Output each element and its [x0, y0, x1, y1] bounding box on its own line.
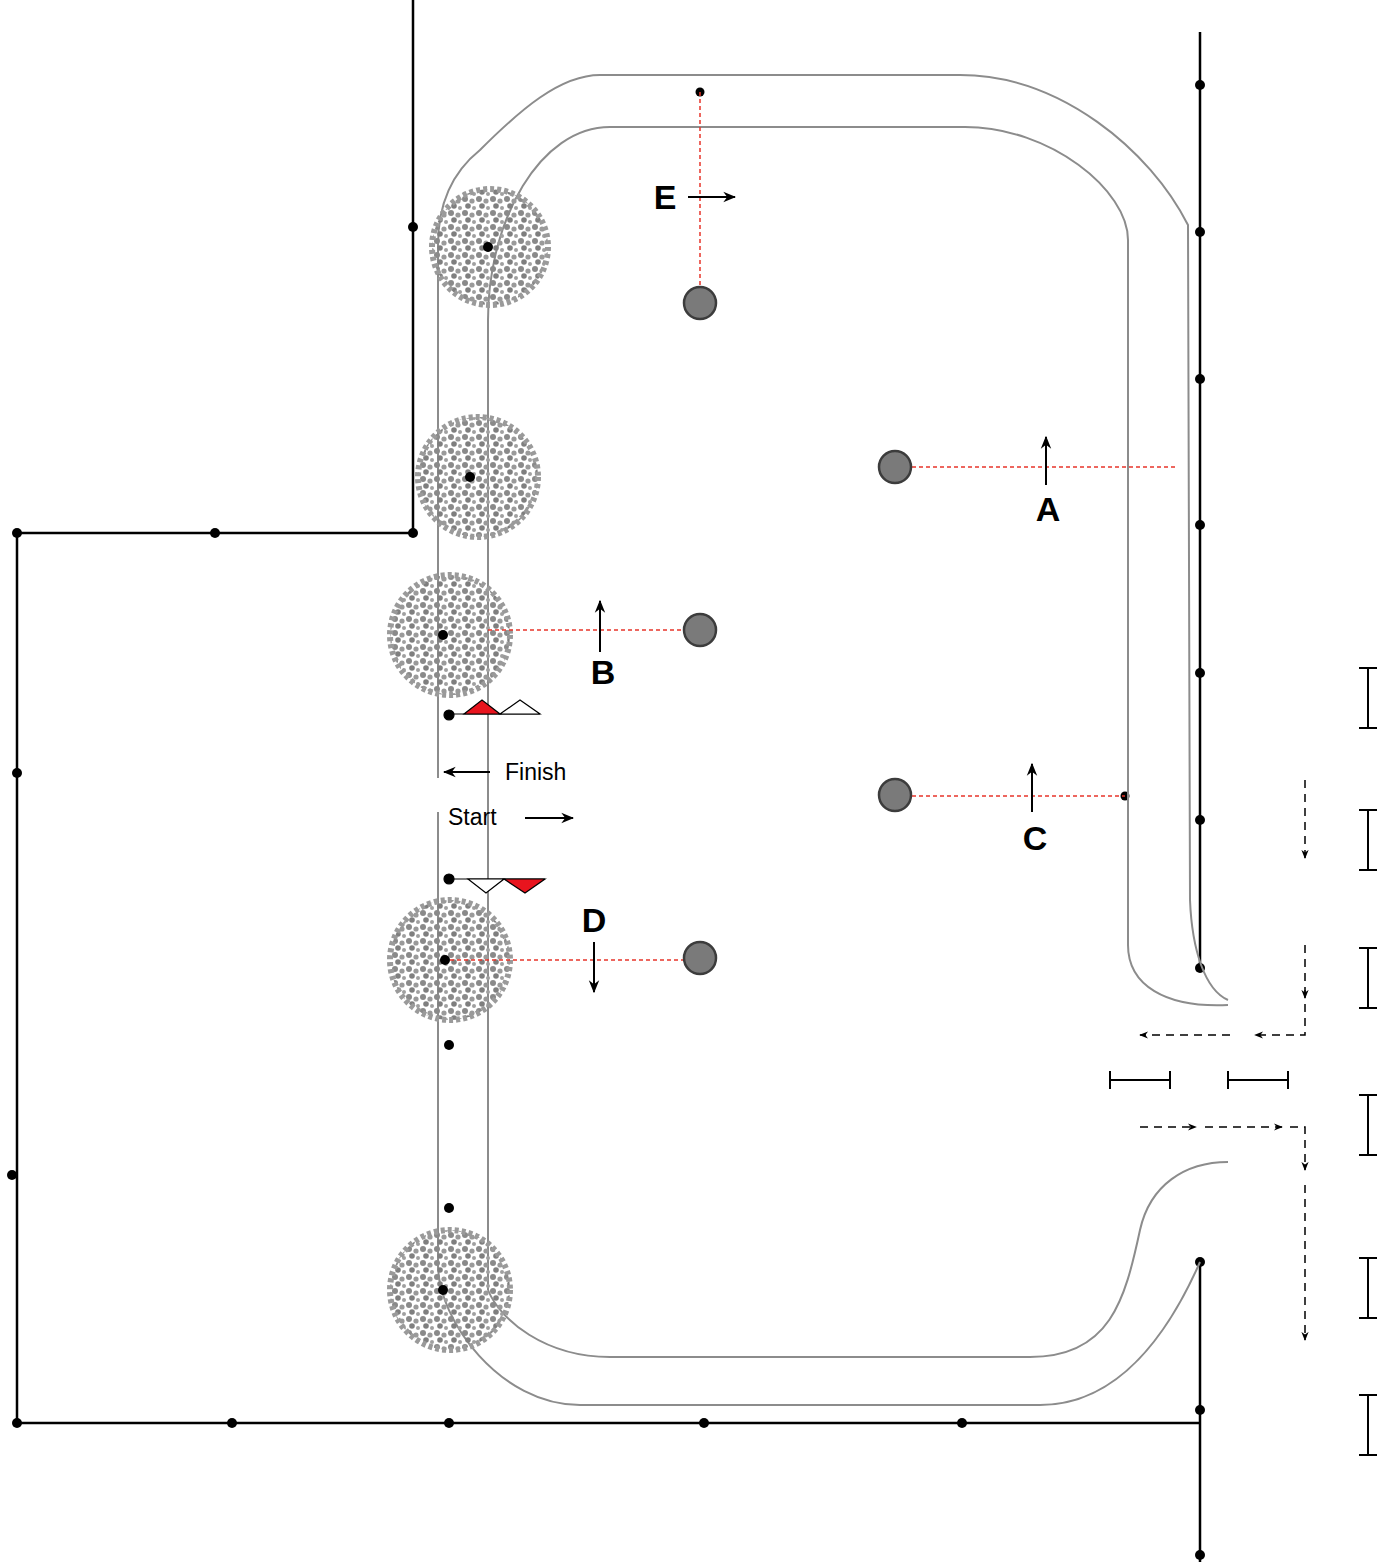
post [879, 779, 911, 811]
survey-point [1195, 80, 1205, 90]
view-letter: D [582, 903, 607, 937]
tree-center [483, 242, 493, 252]
sight-line [699, 92, 701, 287]
roadway-edge [438, 75, 1228, 1000]
tree [390, 575, 510, 695]
sight-line [450, 959, 684, 961]
roadway-edge [488, 1162, 1228, 1357]
survey-point [408, 528, 418, 538]
survey-point [1195, 1550, 1205, 1560]
traffic-flow-arrow [1205, 1126, 1282, 1128]
barrier-bracket [1359, 1095, 1377, 1155]
survey-point [1195, 520, 1205, 530]
survey-point [699, 1418, 709, 1428]
barrier-bracket [1110, 668, 1377, 1455]
survey-point [408, 222, 418, 232]
property-line [1199, 32, 1202, 970]
course-label: Start [448, 806, 497, 829]
tree-center [438, 630, 448, 640]
survey-point [957, 1418, 967, 1428]
survey-point [7, 1170, 17, 1180]
barrier-bracket [1228, 1071, 1288, 1089]
sight-line [912, 466, 1175, 468]
survey-point [444, 1040, 454, 1050]
start-flag [464, 700, 500, 714]
view-letter: C [1023, 821, 1048, 855]
post [879, 451, 911, 483]
start-flag [444, 700, 545, 893]
barrier-bracket [1359, 1395, 1377, 1455]
sight-line [912, 795, 1125, 797]
traffic-flow-arrow [1255, 990, 1305, 1035]
survey-point [1195, 815, 1205, 825]
post [684, 942, 716, 974]
survey-point [444, 1203, 454, 1213]
barrier-bracket [1359, 948, 1377, 1008]
sight-line [488, 629, 684, 631]
survey-point [1195, 374, 1205, 384]
start-flag [500, 700, 540, 714]
tree-center [465, 472, 475, 482]
barrier-bracket [1359, 810, 1377, 870]
view-letter: B [591, 655, 616, 689]
roadway-edge [438, 75, 1228, 1405]
survey-point [1195, 1405, 1205, 1415]
direction-arrow [1045, 437, 1047, 485]
view-letter: E [654, 180, 677, 214]
traffic-flow-arrow [1290, 1127, 1305, 1170]
survey-point [12, 528, 22, 538]
start-flag [444, 874, 454, 884]
survey-point [444, 1418, 454, 1428]
direction-arrow [593, 942, 595, 992]
tree [418, 417, 538, 537]
property-line [17, 0, 1200, 1562]
tree-center [440, 955, 450, 965]
survey-point [210, 528, 220, 538]
survey-point [1195, 227, 1205, 237]
direction-arrow [688, 196, 735, 198]
direction-arrow [1031, 764, 1033, 812]
post [684, 287, 911, 974]
course-label: Finish [505, 761, 566, 784]
barrier-bracket [1110, 1071, 1170, 1089]
tree-center [438, 1285, 448, 1295]
roadway-edge [438, 812, 1200, 1405]
property-line [17, 0, 1200, 1423]
survey-point [1195, 668, 1205, 678]
traffic-flow-arrow [1140, 1034, 1230, 1036]
tree-center [438, 242, 493, 1295]
view-letter: A [1036, 492, 1061, 526]
direction-arrow [525, 817, 573, 819]
survey-point [12, 1418, 22, 1428]
start-flag [444, 710, 454, 720]
post [684, 614, 716, 646]
tree [390, 1230, 510, 1350]
survey-point [7, 80, 1205, 1560]
direction-arrow [444, 771, 490, 773]
sight-line [450, 92, 1175, 960]
start-flag [504, 879, 545, 893]
traffic-flow-arrow [1140, 1126, 1196, 1128]
traffic-flow-arrow [1140, 780, 1305, 1340]
tree [432, 189, 548, 305]
traffic-flow-arrow [1304, 780, 1306, 858]
survey-point [227, 1418, 237, 1428]
traffic-flow-arrow [1304, 1185, 1306, 1340]
direction-arrow [599, 601, 601, 652]
start-flag [468, 879, 504, 893]
barrier-bracket [1359, 668, 1377, 728]
direction-arrow [444, 197, 1046, 992]
post [684, 287, 716, 319]
barrier-bracket [1359, 1258, 1377, 1318]
roadway-edge [488, 127, 1228, 1290]
survey-point [12, 768, 22, 778]
